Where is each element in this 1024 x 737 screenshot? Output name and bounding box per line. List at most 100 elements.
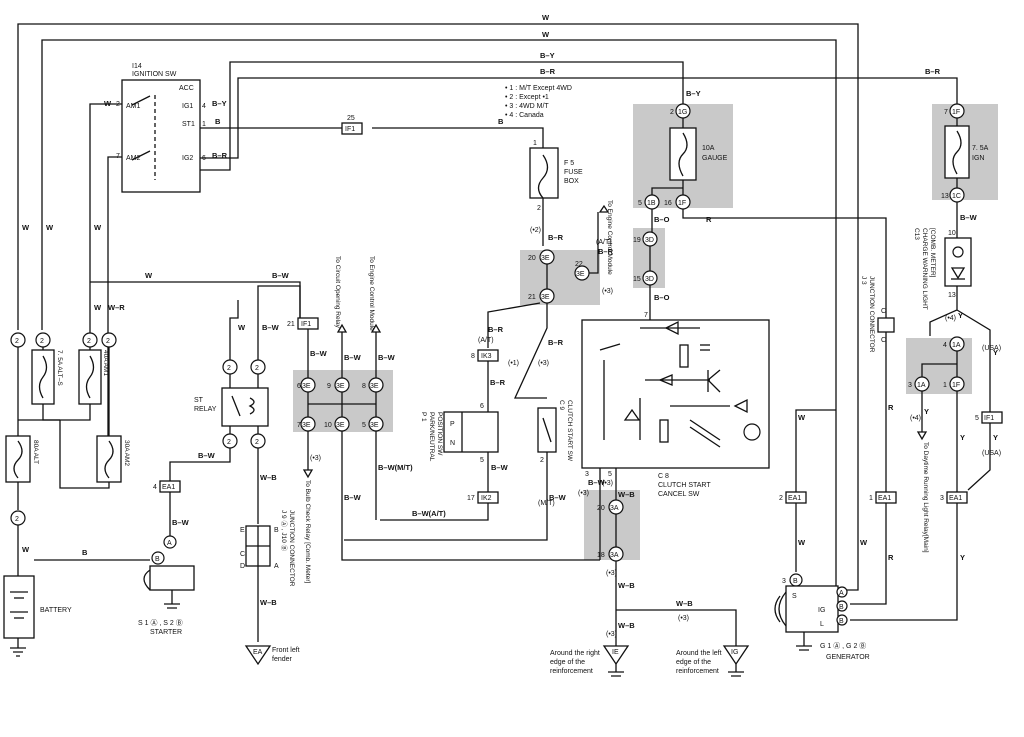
charge-meter: [COMB. METER] bbox=[929, 228, 936, 278]
jc-b: B bbox=[274, 527, 279, 534]
wire-by-gauge: B–Y bbox=[686, 89, 701, 98]
to-drl-label: To Daytime Running Light Relay[Main] bbox=[922, 442, 929, 553]
3e-22-label: 3E bbox=[576, 271, 585, 278]
charge-pin-10: 10 bbox=[948, 230, 956, 237]
3e-pin-10: 10 bbox=[324, 422, 332, 429]
3d-15-label: 3D bbox=[645, 276, 654, 283]
3e-pin-20: 20 bbox=[528, 255, 536, 262]
ig-desc2: edge of the bbox=[676, 659, 711, 666]
wire-at-ecm: (A/T) bbox=[596, 239, 612, 246]
wire-label-w-top: W bbox=[542, 13, 550, 22]
park-pin-6: 6 bbox=[480, 403, 484, 410]
gen-pin-a: A bbox=[839, 590, 844, 597]
1g-pin-2: 2 bbox=[670, 109, 674, 116]
1f-16-label: 1F bbox=[678, 200, 686, 207]
generator: B 3 S IG L A B B G 1 Ⓐ , G 2 Ⓑ GENERATOR bbox=[774, 573, 870, 661]
to-ecm-label: To Engine Control Module bbox=[606, 200, 613, 275]
wire-p3-ecm: (•3) bbox=[602, 288, 613, 295]
ea1-pin-2: 2 bbox=[779, 495, 783, 502]
wire-mt-clutch: (M/T) bbox=[538, 500, 555, 507]
park-p: P bbox=[450, 421, 455, 428]
if1-pin-25: 25 bbox=[347, 115, 355, 122]
3d-pin-15: 15 bbox=[633, 276, 641, 283]
wire-yusa-if1: (USA) bbox=[982, 450, 1001, 457]
legend-n2: • 2 : Except •1 bbox=[505, 94, 549, 101]
wire-p1-c9: (•1) bbox=[508, 360, 519, 367]
3e-pin-8: 8 bbox=[362, 383, 366, 390]
ign-pin-4: 4 bbox=[202, 103, 206, 110]
wire-w-left: W bbox=[22, 223, 30, 232]
st-relay-label2: RELAY bbox=[194, 406, 217, 413]
wire-y-usa: Y bbox=[993, 348, 998, 357]
fuse-am1-label: 40A AM1 bbox=[102, 350, 109, 376]
cancel-pin-5: 5 bbox=[608, 471, 612, 478]
cancel-name1: CLUTCH START bbox=[658, 482, 711, 489]
battery: BATTERY bbox=[3, 575, 72, 639]
1c-label: 1C bbox=[952, 193, 961, 200]
ign-wire-by: B–Y bbox=[212, 99, 227, 108]
wire-p3-cancel2: (•3) bbox=[602, 480, 613, 487]
conn-2-c-label: 2 bbox=[87, 338, 91, 345]
gen-pin-3: 3 bbox=[782, 578, 786, 585]
ign-wire-b: B bbox=[215, 117, 221, 126]
charge-warning-light: C13 CHARGE WARNING LIGHT [COMB. METER] 1… bbox=[913, 228, 972, 310]
conn-2-d-label: 2 bbox=[106, 338, 110, 345]
1c-pin-13: 13 bbox=[941, 193, 949, 200]
ea1-pin-4: 4 bbox=[153, 484, 157, 491]
wire-r-ea1: R bbox=[888, 403, 894, 412]
jc-e: E bbox=[240, 527, 245, 534]
1a-pin-4: 4 bbox=[943, 342, 947, 349]
wire-bwat: B–W(A/T) bbox=[412, 509, 446, 518]
wire-bw-cancel: B–W bbox=[588, 478, 606, 487]
to-bulb-label: To Bulb Check Relay [Comb. Meter] bbox=[304, 480, 311, 584]
wire-bw-3e10: B–W bbox=[344, 493, 362, 502]
1f-7-label: 1F bbox=[952, 109, 960, 116]
j3-id: J 3 bbox=[860, 276, 867, 285]
fuse-sta-pin2: 2 bbox=[537, 205, 541, 212]
wire-br-c9: B–R bbox=[548, 338, 564, 347]
gen-pin-b3: B bbox=[839, 618, 844, 625]
3e-pin-9: 9 bbox=[327, 383, 331, 390]
wire-wb-cancel: W–B bbox=[618, 490, 635, 499]
wire-label-br-2: B–R bbox=[925, 67, 941, 76]
relay-conn-2b-label: 2 bbox=[255, 365, 259, 372]
j3-c-top: C bbox=[881, 308, 886, 315]
3e-9-label: 3E bbox=[336, 383, 345, 390]
ignition-st1: ST1 bbox=[182, 121, 195, 128]
wire-w-gen: W bbox=[798, 538, 806, 547]
starter: A B S 1 Ⓐ , S 2 Ⓑ STARTER bbox=[138, 535, 195, 636]
wire-bw-starter: B–W bbox=[172, 518, 190, 527]
1a-pin-3: 3 bbox=[908, 382, 912, 389]
wire-w-left2: W bbox=[46, 223, 54, 232]
ea1-c-label: EA1 bbox=[949, 495, 962, 502]
ig-desc1: Around the left bbox=[676, 650, 722, 657]
wire-bw-if1: B–W bbox=[310, 349, 328, 358]
3d-19-label: 3D bbox=[645, 237, 654, 244]
1f-pin-16: 16 bbox=[664, 200, 672, 207]
starter-pin-b: B bbox=[155, 556, 160, 563]
1f-1-label: 1F bbox=[952, 382, 960, 389]
relay-conn-2a-label: 2 bbox=[227, 365, 231, 372]
clutch-id: C 9 bbox=[558, 400, 565, 411]
fender-label1: Front left bbox=[272, 647, 300, 654]
wire-bw-clutch: B–W bbox=[549, 493, 567, 502]
ie-label: IE bbox=[612, 649, 619, 656]
wire-p3-ie: (•3) bbox=[606, 631, 617, 638]
3a-18-label: 3A bbox=[610, 552, 619, 559]
wire-wb-ig: W–B bbox=[676, 599, 693, 608]
wire-w-am1b: W bbox=[94, 303, 102, 312]
wire-w-batt: W bbox=[22, 545, 30, 554]
cancel-id: C 8 bbox=[658, 473, 669, 480]
ig-label: IG bbox=[731, 649, 738, 656]
fuse-sta-id: F 5 bbox=[564, 160, 574, 167]
if1-right-label: IF1 bbox=[984, 415, 994, 422]
wire-r-gen: R bbox=[888, 553, 894, 562]
fuse-alt: 80A ALT bbox=[5, 435, 39, 483]
1f-pin-7: 7 bbox=[944, 109, 948, 116]
wire-label-by: B–Y bbox=[540, 51, 555, 60]
fender-label2: fender bbox=[272, 656, 293, 663]
wire-bo-1: B–O bbox=[654, 215, 670, 224]
ign-pin-1: 1 bbox=[202, 121, 206, 128]
starter-label: STARTER bbox=[150, 629, 182, 636]
wire-y-ea1: Y bbox=[960, 433, 965, 442]
